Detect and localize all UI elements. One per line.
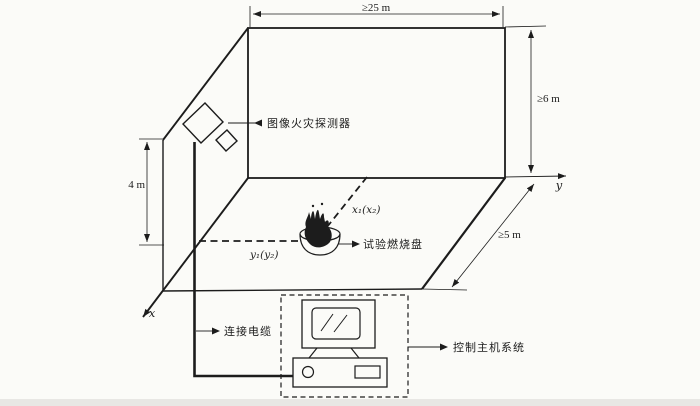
fire-position-dashed-x [326,176,368,228]
flame-spark-icon [320,202,324,206]
x-axis-label: x [149,306,156,320]
y-axis-label: y [555,178,563,192]
dim-height-tick-top [504,25,547,28]
back-wall [247,27,506,179]
y-axis-line [504,173,567,180]
host-system-label: 控制主机系统 [453,340,525,354]
burn-dish-label: 试验燃烧盘 [363,237,423,251]
flame-icon [304,209,332,248]
dim-depth-line [451,183,535,288]
fire-coord-x-label: x₁(x₂) [352,204,380,216]
left-wall-top-edge [162,27,249,141]
detector-camera-body [182,102,224,144]
power-button-icon [301,365,315,379]
monitor-stand-left [308,347,318,359]
detector-label: 图像火灾探测器 [267,116,351,130]
drive-bay-icon [354,365,381,379]
burn-dish-front-rim [299,233,341,242]
monitor-screen [311,307,361,340]
dim-detector-label: 4 m [128,179,145,191]
detector-camera-lens-icon [215,129,238,152]
host-system-dashed-box [280,294,409,398]
monitor-stand-right [350,347,360,359]
scan-artifact-band [0,399,700,406]
screen-glare-icon [333,314,348,333]
floor-front-extension-line [421,288,468,291]
cable-label: 连接电缆 [224,325,272,338]
fire-coord-y-label: y₁(y₂) [249,249,278,261]
screen-glare-icon [320,313,334,332]
detector-leader-arrowhead-icon [254,119,262,127]
cable-leader-arrowhead-icon [212,327,220,335]
floor-front-edge [161,288,423,292]
burn-dish-leader-arrowhead-icon [352,240,360,248]
dim-depth-label: ≥5 m [498,229,521,241]
monitor-body [301,299,376,349]
flame-spark-icon [311,204,315,208]
connection-cable-line [193,142,293,378]
host-leader-arrowhead-icon [440,343,448,351]
system-unit-body [292,357,388,388]
dim-height-label: ≥6 m [537,93,560,105]
dim-length-label: ≥25 m [362,2,391,14]
